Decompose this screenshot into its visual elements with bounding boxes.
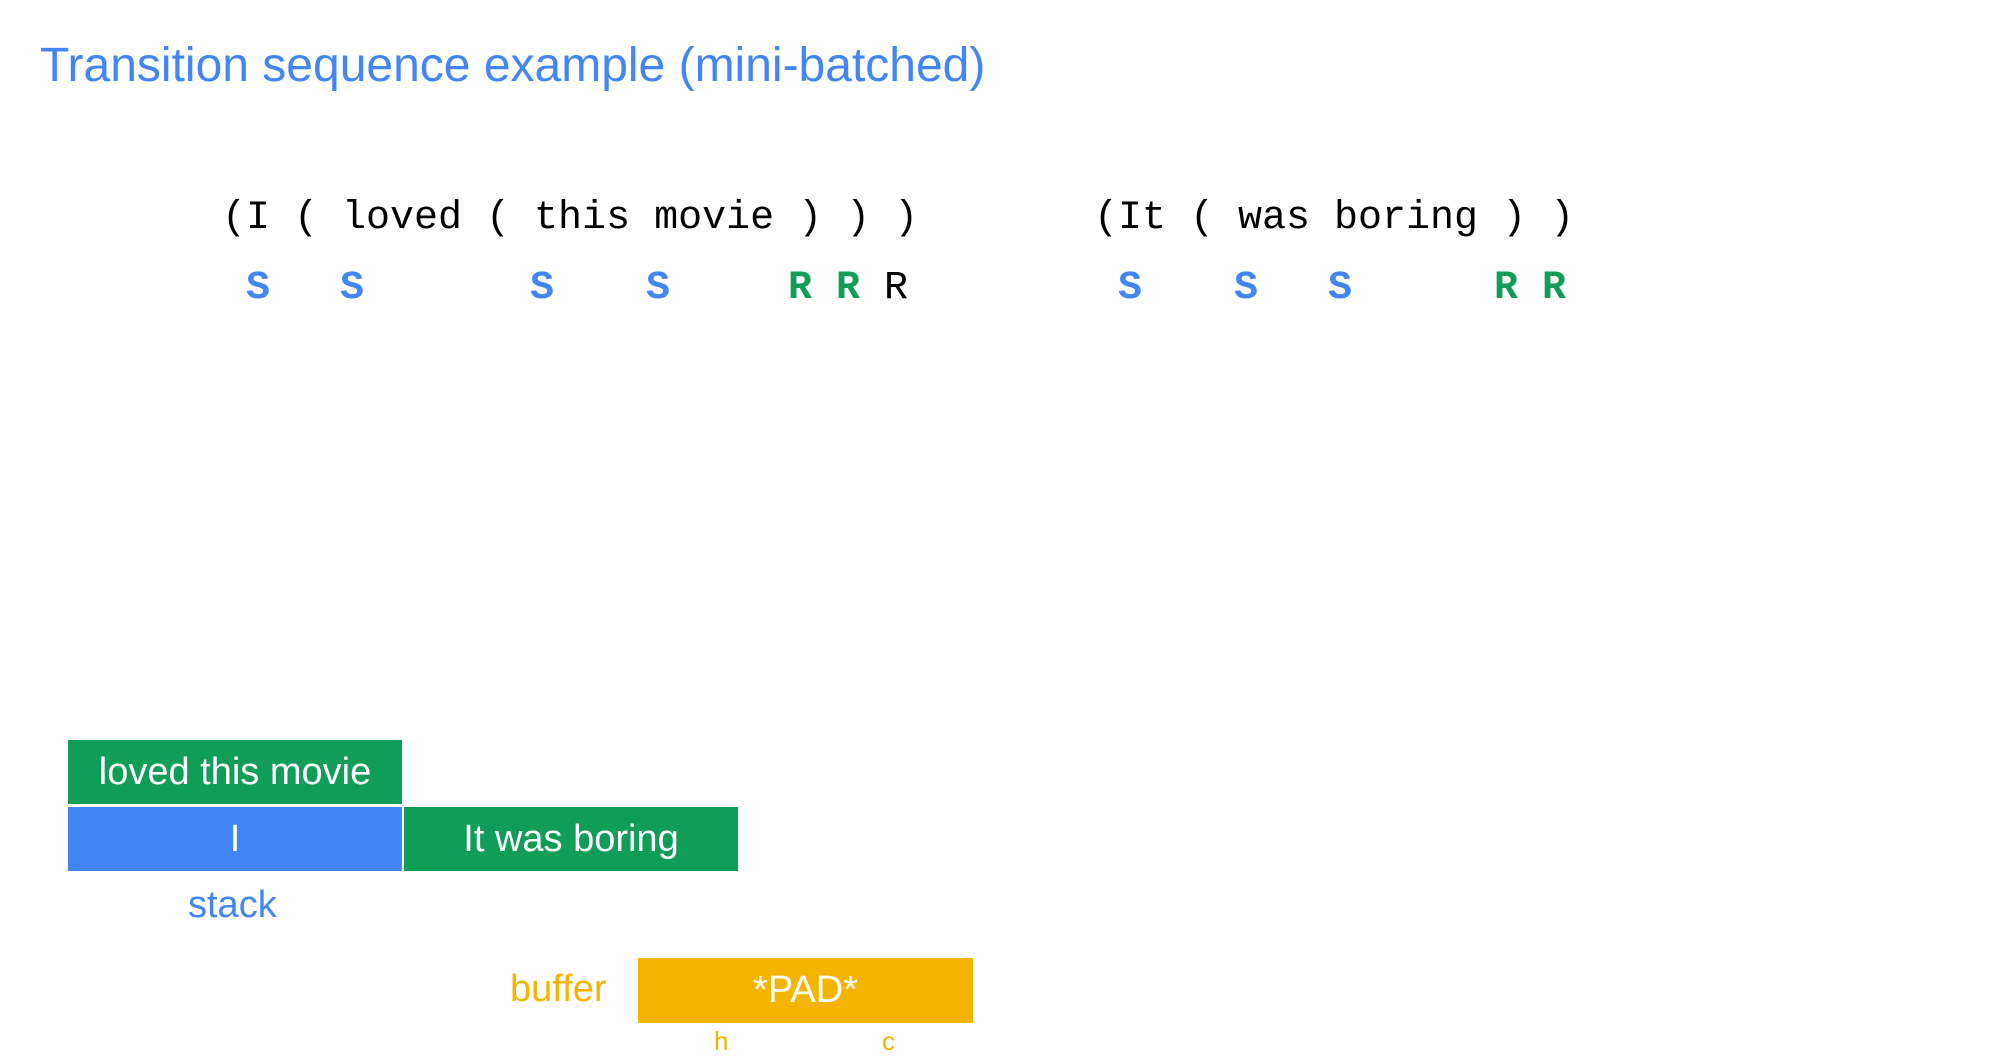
buffer-label: buffer bbox=[510, 968, 607, 1010]
example2-transition: S bbox=[1118, 266, 1143, 311]
example2-transition: S bbox=[1328, 266, 1353, 311]
example1-transition: S bbox=[246, 266, 271, 311]
example2-transition: R bbox=[1542, 266, 1567, 311]
example1-transition: R bbox=[788, 266, 813, 311]
buffer-c-label: c bbox=[882, 1026, 895, 1056]
stack-cell-loved-this-movie: loved this movie bbox=[68, 740, 402, 804]
buffer-h-label: h bbox=[714, 1026, 729, 1056]
page-title: Transition sequence example (mini-batche… bbox=[40, 39, 986, 92]
stack-cell-i: I bbox=[68, 807, 402, 871]
example2-sentence: (It ( was boring ) ) bbox=[1094, 196, 1575, 241]
example2-transition: S bbox=[1234, 266, 1259, 311]
stack-cell-it-was-boring: It was boring bbox=[404, 807, 738, 871]
example1-transition: S bbox=[340, 266, 365, 311]
example1-sentence: (I ( loved ( this movie ) ) ) bbox=[222, 196, 919, 241]
stack-label: stack bbox=[188, 884, 277, 926]
example1-transition: S bbox=[646, 266, 671, 311]
example1-transition: R bbox=[836, 266, 861, 311]
example1-transition: R bbox=[884, 266, 909, 311]
example2-transition: R bbox=[1494, 266, 1519, 311]
buffer-cell-pad: *PAD* bbox=[638, 958, 973, 1023]
example1-transition: S bbox=[530, 266, 555, 311]
